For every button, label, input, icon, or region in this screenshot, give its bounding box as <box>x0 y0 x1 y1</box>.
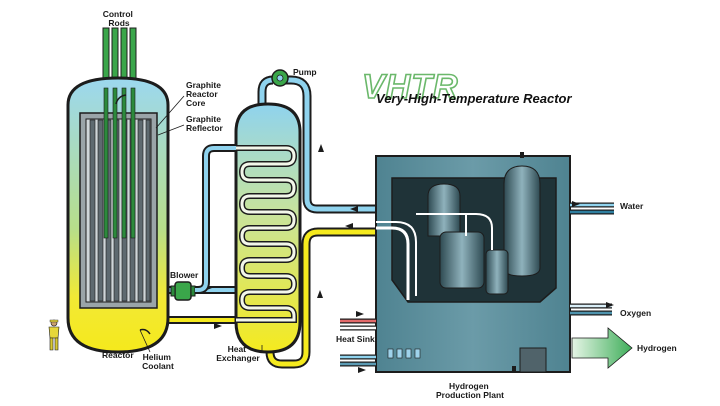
plant-tank-large <box>503 165 541 277</box>
oxygen-output <box>570 302 614 316</box>
oxygen-label: Oxygen <box>620 308 651 318</box>
arrow-left-icon <box>350 206 358 212</box>
plant-reactor-vessel <box>439 231 485 289</box>
plant-column <box>485 249 509 295</box>
plant-tank-small <box>427 183 461 237</box>
pump-outlet <box>259 77 274 108</box>
reactor-label: Reactor <box>102 350 134 360</box>
hydrogen-production-plant <box>375 152 571 373</box>
vhtr-logo: VHTR <box>362 68 459 106</box>
arrow-up-icon <box>318 144 324 152</box>
core-leader-line <box>155 95 185 129</box>
hx-coil <box>236 146 296 322</box>
hydrogen-label: Hydrogen <box>637 343 677 353</box>
cool-return-pipe <box>285 77 376 212</box>
person-scale-icon <box>48 319 60 351</box>
pump <box>271 69 289 87</box>
arrow-left-icon <box>572 201 580 207</box>
arrow-right-icon <box>358 367 366 373</box>
control-rods-label: Control Rods <box>103 9 136 28</box>
subtitle: Very-High-Temperature Reactor <box>376 91 572 106</box>
plant-door <box>519 347 547 373</box>
head-flow-arrow-icon <box>115 94 127 105</box>
arrow-right-icon <box>214 323 222 329</box>
reactor <box>66 27 185 354</box>
hot-supply-pipe <box>267 229 376 367</box>
helium-coolant-label: Helium Coolant <box>142 352 174 371</box>
arrow-left-icon <box>345 223 353 229</box>
arrow-right-icon <box>356 311 364 317</box>
control-rods <box>102 27 137 91</box>
blower-label: Blower <box>170 270 199 280</box>
bottom-flow-arrow-icon <box>139 328 151 335</box>
plant-windows <box>387 348 421 359</box>
heat-sink-pipes <box>340 311 376 373</box>
pump-label: Pump <box>293 67 317 77</box>
helium-leader-line <box>139 329 151 353</box>
graphite-core-label: Graphite Reactor Core <box>186 80 223 108</box>
arrow-right-icon <box>606 302 614 308</box>
graphite-reflector-label: Graphite Reflector <box>186 114 224 133</box>
heat-sink-label: Heat Sink <box>336 334 375 344</box>
hydrogen-output-arrow-icon <box>571 327 633 369</box>
control-rods-inserted <box>103 87 136 239</box>
plant-internal-pipe <box>376 221 417 296</box>
plant-internal-pipe <box>416 213 493 250</box>
blower <box>170 281 196 301</box>
water-input <box>570 201 614 215</box>
heat-exchanger <box>195 102 302 354</box>
hydrogen-plant-label: Hydrogen Production Plant <box>436 381 504 400</box>
reflector-leader-line <box>157 124 185 136</box>
water-label: Water <box>620 201 644 211</box>
arrow-up-icon <box>317 290 323 298</box>
coil-feed-outline <box>195 144 236 294</box>
heat-exchanger-label: Heat Exchanger <box>216 344 260 363</box>
coil-feed <box>195 146 236 292</box>
plant-internal-pipe <box>376 226 410 300</box>
